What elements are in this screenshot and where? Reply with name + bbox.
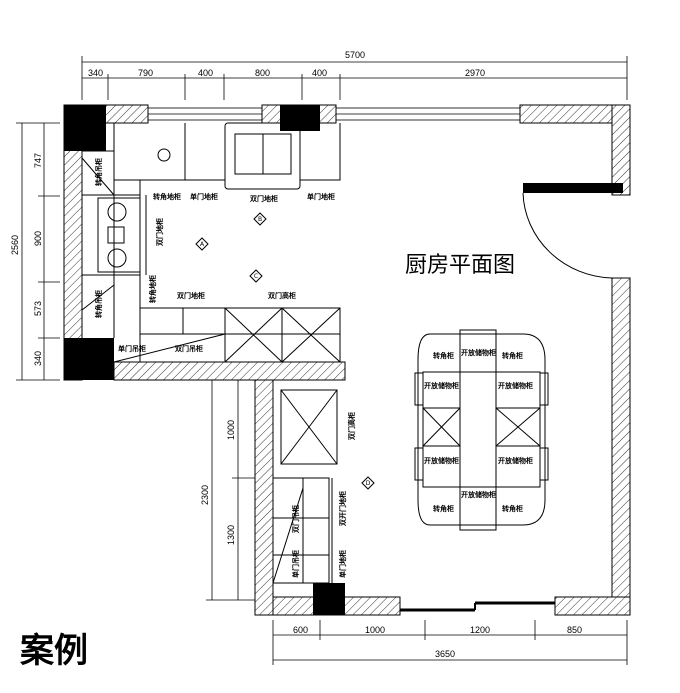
dim-mid-total: 2300 <box>200 485 210 505</box>
marker-d: D <box>361 476 375 490</box>
label-open-storage: 开放储物柜 <box>461 490 496 499</box>
marker-c: C <box>249 269 263 283</box>
dim-label: 747 <box>33 153 43 168</box>
label-corner-cabinet: 转角柜 <box>433 504 454 513</box>
label-double-base: 双门地柜 <box>177 291 205 300</box>
label-corner-wall: 转角吊柜 <box>94 290 103 318</box>
dim-left-total: 2560 <box>10 235 20 255</box>
marker-a: A <box>195 237 209 251</box>
label-open-storage: 开放储物柜 <box>424 456 459 465</box>
label-corner-base: 转角地柜 <box>153 192 181 201</box>
plan-title: 厨房平面图 <box>405 253 515 278</box>
label-corner-cabinet: 转角柜 <box>502 351 523 360</box>
label-corner-cabinet: 转角柜 <box>502 504 523 513</box>
bottom-dimensions: 600 1000 1200 850 3650 <box>272 620 628 665</box>
dim-bottom-total: 3650 <box>435 649 455 659</box>
left-dimensions: 2560 747 900 573 340 <box>10 122 60 381</box>
dim-label: 400 <box>312 68 327 78</box>
label-open-storage: 开放储物柜 <box>498 456 533 465</box>
dim-label: 900 <box>33 231 43 246</box>
legend-label: 案例 <box>20 631 88 671</box>
marker-label: C <box>254 273 258 280</box>
windows <box>147 107 555 612</box>
dim-label: 1300 <box>226 525 236 545</box>
dim-label: 400 <box>198 68 213 78</box>
label-single-base: 单门地柜 <box>307 192 335 201</box>
island-labels: 转角柜 转角柜 转角柜 转角柜 开放储物柜 开放储物柜 开放储物柜 开放储物柜 … <box>424 348 533 513</box>
label-double-tall: 双门高柜 <box>347 412 356 440</box>
columns <box>64 105 345 615</box>
label-single-wall: 单门吊柜 <box>291 550 300 578</box>
label-single-base: 单门地柜 <box>190 192 218 201</box>
dim-top-total: 5700 <box>345 50 365 60</box>
marker-label: A <box>200 241 205 248</box>
door <box>522 183 623 279</box>
label-double-wall: 双门吊柜 <box>175 344 203 353</box>
dim-label: 1000 <box>226 420 236 440</box>
label-double-base: 双门地柜 <box>155 218 164 246</box>
label-corner-base: 转角地柜 <box>148 275 157 303</box>
dim-label: 573 <box>33 301 43 316</box>
dim-label: 800 <box>255 68 270 78</box>
label-open-storage: 开放储物柜 <box>498 381 533 390</box>
label-open-storage: 开放储物柜 <box>424 381 459 390</box>
counters <box>81 122 341 584</box>
dim-label: 1000 <box>365 625 385 635</box>
mid-dimensions: 2300 1000 1300 <box>200 379 255 601</box>
dim-label: 790 <box>138 68 153 78</box>
label-double-tall: 双门高柜 <box>268 291 296 300</box>
kitchen-island <box>414 329 549 531</box>
dim-label: 1200 <box>470 625 490 635</box>
label-single-base: 单门地柜 <box>338 550 347 578</box>
top-dimensions: 5700 340 790 400 800 400 2970 <box>81 50 628 100</box>
label-open-storage: 开放储物柜 <box>461 348 496 357</box>
label-double-base: 双门地柜 <box>250 194 278 203</box>
dim-label: 340 <box>33 351 43 366</box>
dim-label: 850 <box>567 625 582 635</box>
label-corner-wall: 转角吊柜 <box>94 158 103 186</box>
label-double-wall: 双门吊柜 <box>291 505 300 533</box>
dim-label: 600 <box>293 625 308 635</box>
cabinet-labels: 转角地柜 单门地柜 双门地柜 单门地柜 双门地柜 转角吊柜 转角吊柜 转角地柜 … <box>94 158 356 578</box>
label-corner-cabinet: 转角柜 <box>433 351 454 360</box>
dim-label: 2970 <box>465 68 485 78</box>
label-double-open-base: 双开门地柜 <box>338 491 347 526</box>
dim-label: 340 <box>88 68 103 78</box>
marker-label: B <box>258 216 262 223</box>
label-single-wall: 单门吊柜 <box>118 344 146 353</box>
marker-label: D <box>366 480 371 487</box>
marker-b: B <box>253 212 267 226</box>
walls <box>63 104 631 616</box>
view-markers: A B C D <box>195 212 375 490</box>
